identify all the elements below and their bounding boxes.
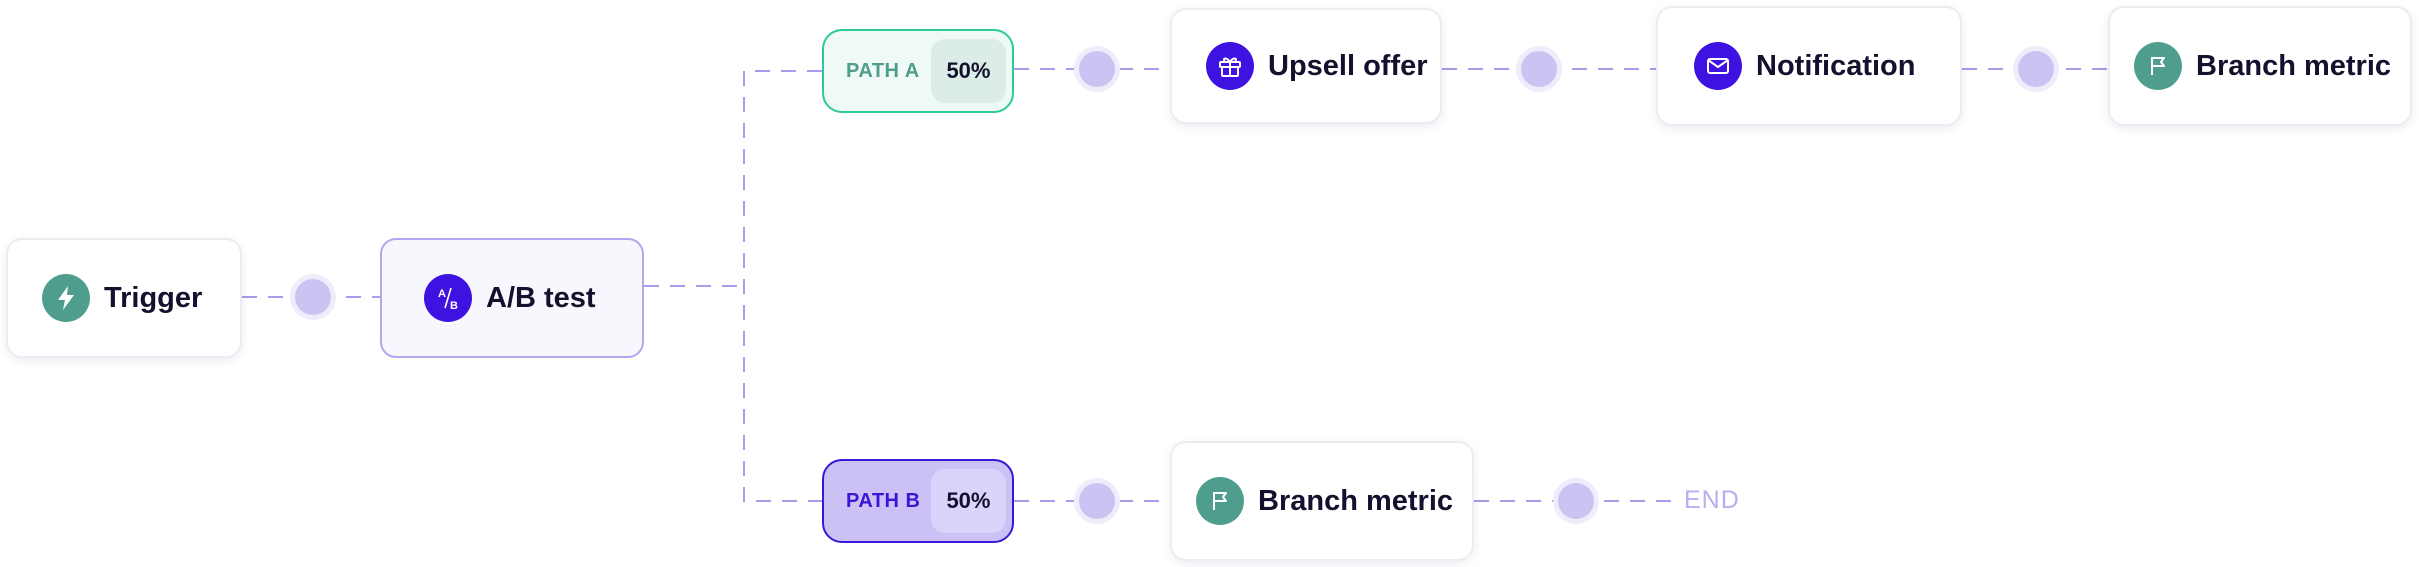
connector-dot[interactable] (295, 279, 331, 315)
branch-metric-label: Branch metric (1258, 484, 1454, 517)
trigger-node[interactable]: Trigger (6, 238, 242, 358)
connector-dot[interactable] (2018, 51, 2054, 87)
notification-node[interactable]: Notification (1656, 6, 1962, 126)
mail-icon (1694, 42, 1742, 90)
branch-metric-node-b[interactable]: Branch metric (1170, 441, 1474, 561)
lightning-icon (42, 274, 90, 322)
flag-icon (2134, 42, 2182, 90)
upsell-offer-node[interactable]: Upsell offer (1170, 8, 1442, 124)
ab-test-node[interactable]: A B A/B test (380, 238, 644, 358)
connector-dot[interactable] (1079, 51, 1115, 87)
ab-split-icon: A B (424, 274, 472, 322)
ab-test-label: A/B test (486, 281, 596, 314)
gift-icon (1206, 42, 1254, 90)
notification-label: Notification (1756, 49, 1916, 82)
branch-metric-label: Branch metric (2196, 49, 2392, 82)
upsell-offer-label: Upsell offer (1268, 49, 1428, 82)
connector-dot[interactable] (1558, 483, 1594, 519)
path-b-percent: 50% (930, 469, 1006, 533)
flag-icon (1196, 477, 1244, 525)
branch-metric-node-a[interactable]: Branch metric (2108, 6, 2412, 126)
path-b-pill[interactable]: PATH B 50% (822, 459, 1014, 543)
svg-text:A: A (438, 288, 446, 300)
path-b-name: PATH B (846, 489, 921, 512)
connector-dot[interactable] (1521, 51, 1557, 87)
connector-dot[interactable] (1079, 483, 1115, 519)
svg-text:B: B (450, 300, 458, 312)
path-a-percent: 50% (930, 39, 1006, 103)
path-a-name: PATH A (846, 59, 920, 82)
end-label: END (1684, 486, 1740, 514)
path-a-pill[interactable]: PATH A 50% (822, 29, 1014, 113)
trigger-label: Trigger (104, 281, 203, 314)
